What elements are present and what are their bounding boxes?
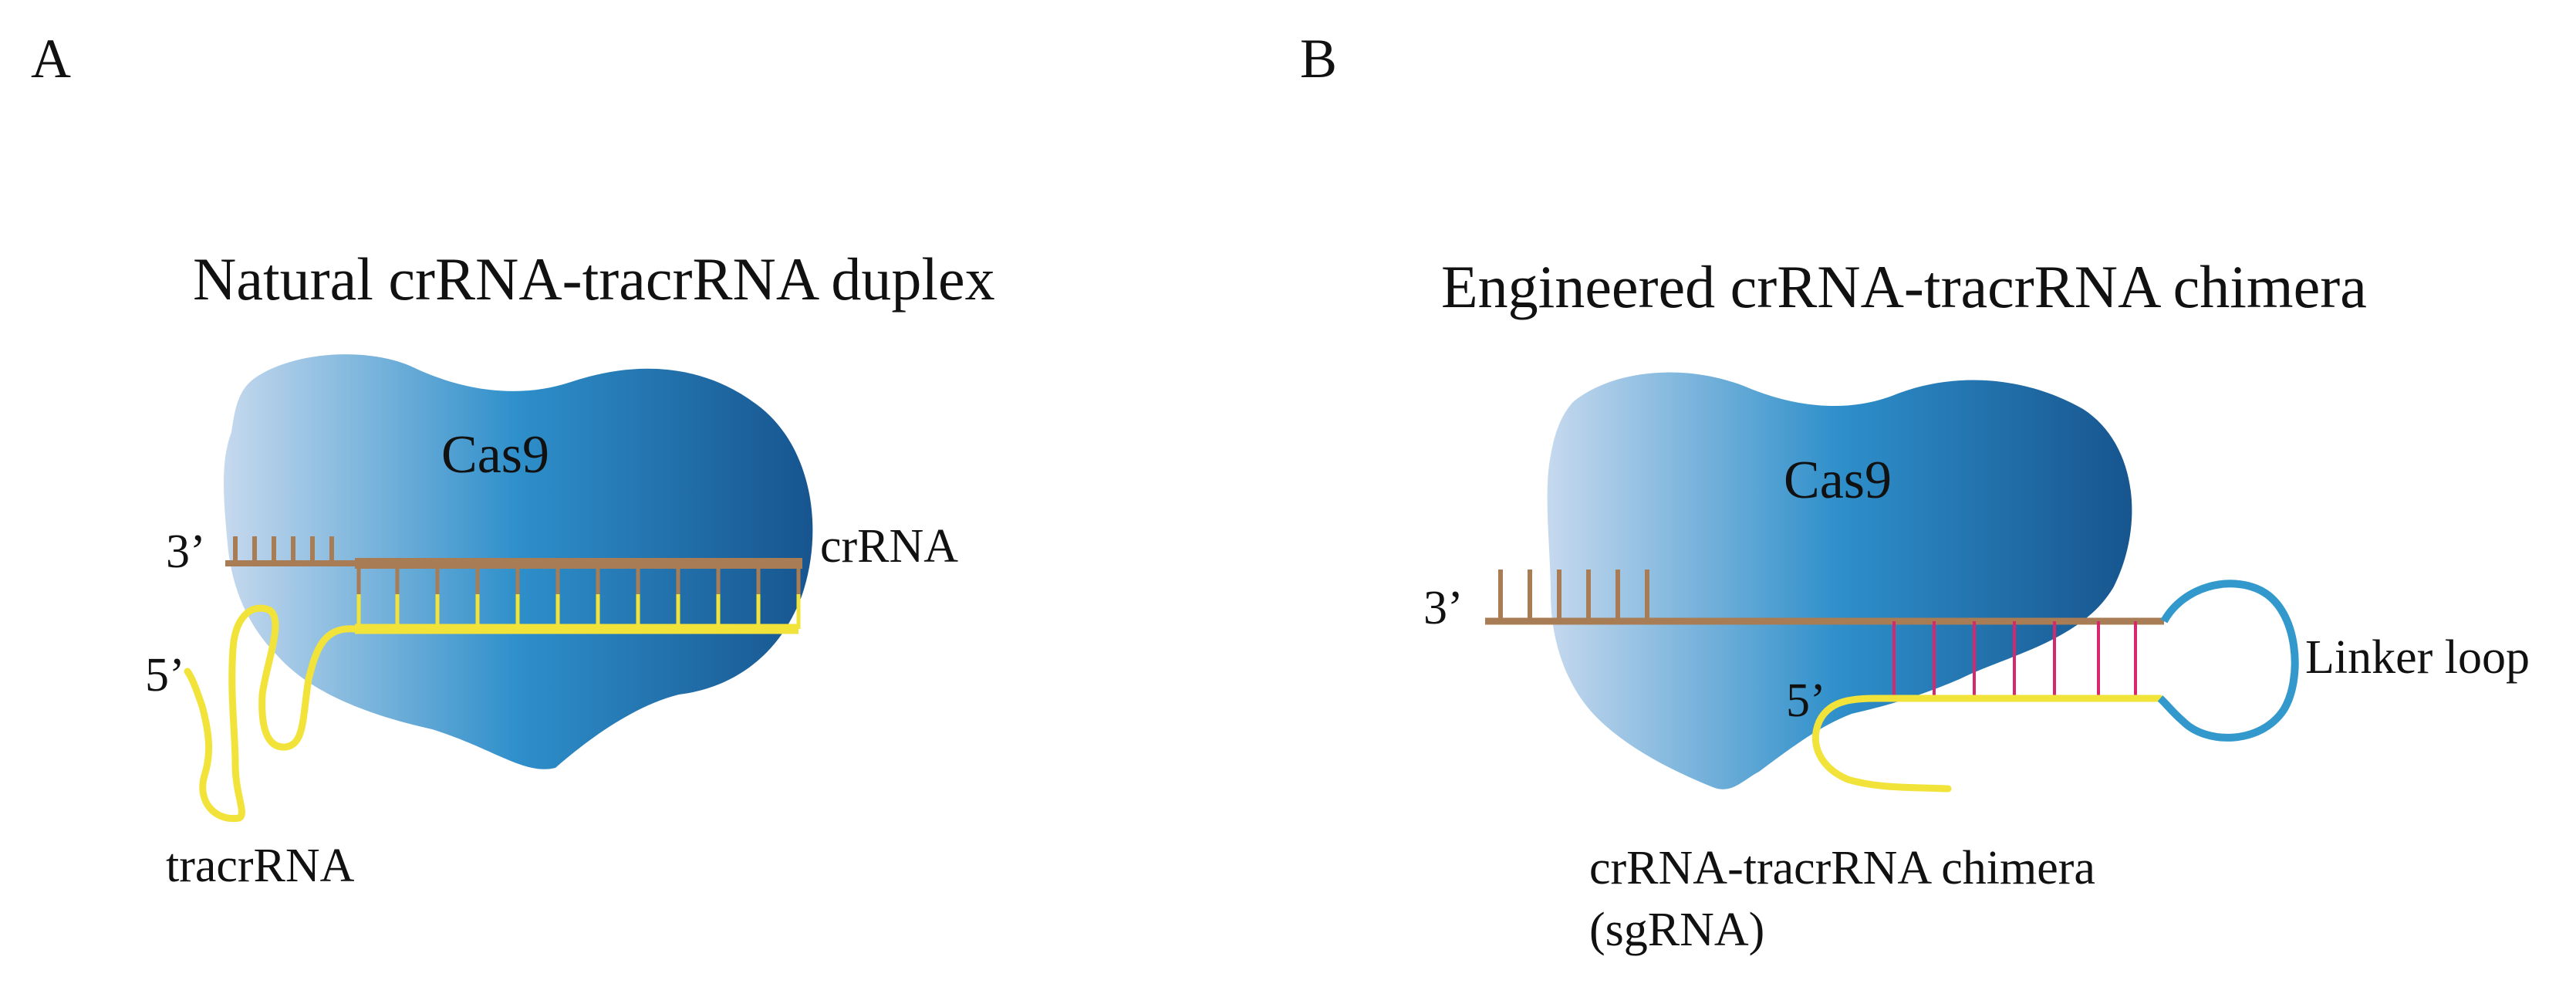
three-prime-label-b: 3’ bbox=[1423, 582, 1464, 634]
panel-a: A Natural crRNA-tracrRNA duplex Cas9 bbox=[31, 28, 995, 892]
cas9-protein-b bbox=[1547, 372, 2132, 789]
panel-a-title: Natural crRNA-tracrRNA duplex bbox=[193, 245, 995, 313]
panel-b-letter: B bbox=[1300, 28, 1337, 90]
five-prime-label-a: 5’ bbox=[145, 649, 185, 701]
chimera-label-line2: (sgRNA) bbox=[1589, 904, 1764, 956]
tracrrna-strand-b bbox=[1811, 695, 2164, 793]
chimera-label-line1: crRNA-tracrRNA chimera bbox=[1589, 842, 2095, 894]
base-pairs-b bbox=[1892, 621, 2137, 698]
cas9-label-b: Cas9 bbox=[1784, 451, 1892, 510]
crrna-strand-b bbox=[1485, 570, 2164, 625]
five-prime-label-b: 5’ bbox=[1786, 674, 1826, 727]
crrna-label-a: crRNA bbox=[820, 520, 958, 573]
panel-b-title: Engineered crRNA-tracrRNA chimera bbox=[1441, 253, 2367, 320]
panel-b: B Engineered crRNA-tracrRNA chimera Cas9 bbox=[1300, 28, 2530, 956]
tracrrna-label-a: tracrRNA bbox=[166, 840, 355, 892]
linker-loop bbox=[2157, 580, 2299, 742]
panel-a-letter: A bbox=[31, 28, 71, 90]
cas9-label-a: Cas9 bbox=[441, 425, 549, 485]
crrna-strand-a bbox=[225, 536, 802, 594]
tracrrna-strand-a bbox=[184, 594, 801, 823]
three-prime-label-a: 3’ bbox=[166, 526, 206, 578]
linker-loop-label: Linker loop bbox=[2305, 631, 2530, 684]
